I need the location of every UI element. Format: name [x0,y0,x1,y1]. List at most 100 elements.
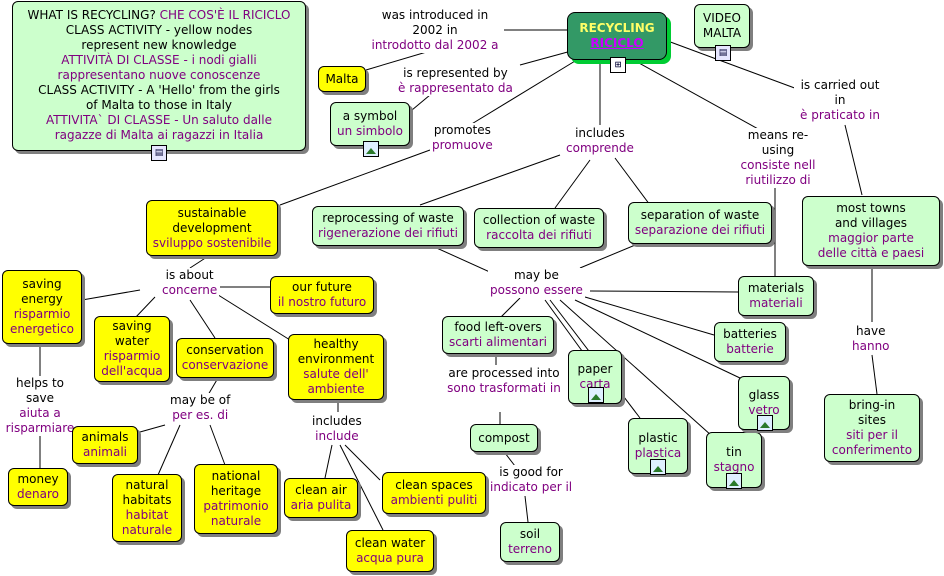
connector [134,296,156,319]
image-icon[interactable] [588,387,604,403]
saving-water-node[interactable]: saving water risparmio dell'acqua [94,316,170,382]
soil-node[interactable]: soil terreno [500,522,560,562]
node-label: food left-overs [454,320,542,334]
intro-line-2: CLASS ACTIVITY - yellow nodes [65,23,253,37]
clean-spaces-node[interactable]: clean spaces ambienti puliti [382,472,486,514]
video-icon[interactable]: ▤ [715,45,731,61]
connector [214,292,291,341]
conservation-node[interactable]: conservation conservazione [176,338,274,378]
connector [189,299,216,339]
node-label-it: raccolta dei rifiuti [486,228,592,242]
habitats-node[interactable]: natural habitats habitat naturale [112,474,182,542]
symbol-node[interactable]: a symbol un simbolo [330,102,410,157]
connector [524,495,529,523]
image-icon[interactable] [757,415,773,431]
tin-node[interactable]: tin stagno [706,432,762,489]
node-label: a symbol [342,109,398,123]
node-label-it: animali [82,445,127,459]
node-label: materials [747,281,805,295]
image-icon[interactable] [363,141,379,157]
recycling-label: RECYCLING [579,21,655,35]
node-label: compost [478,430,530,445]
connector [411,94,431,111]
reprocessing-node[interactable]: reprocessing of waste rigenerazione dei … [312,206,464,246]
materials-node[interactable]: materials materiali [738,276,814,316]
node-label-it: il nostro futuro [277,295,367,309]
node-label: paper [577,362,613,376]
plastic-node[interactable]: plastic plastica [628,418,688,475]
node-label-it: sviluppo sostenibile [152,235,272,250]
animals-node[interactable]: animals animali [72,426,138,464]
connector [189,254,211,269]
glass-node[interactable]: glass vetro [738,376,790,431]
node-label: glass [748,388,780,402]
connector [589,290,739,293]
intro-note: WHAT IS RECYCLING? CHE COS'È IL RICICLO … [12,1,306,161]
node-label: natural habitats [122,478,172,507]
heritage-node[interactable]: national heritage patrimonio naturale [194,464,278,534]
paper-node[interactable]: paper carta [568,350,622,404]
node-label: Malta [325,71,359,86]
node-label-it: siti per il conferimento [831,428,913,457]
node-label-it: aria pulita [290,498,352,512]
node-label-it: salute dell' ambiente [303,367,369,396]
node-label: plastic [638,431,678,445]
towns-node[interactable]: most towns and villages maggior parte de… [802,196,940,266]
future-node[interactable]: our future il nostro futuro [270,276,374,314]
node-label: conservation [186,343,264,357]
separation-node[interactable]: separation of waste separazione dei rifi… [628,202,772,244]
healthy-node[interactable]: healthy environment salute dell' ambient… [288,334,384,400]
node-label: clean spaces [395,478,473,492]
node-label-it: habitat naturale [121,508,173,537]
node-label: most towns and villages [834,201,908,230]
node-label-it: vetro [748,403,780,417]
connector [419,154,561,206]
batteries-node[interactable]: batteries batterie [714,322,786,362]
node-label-it: rigenerazione dei rifiuti [318,226,458,240]
malta-node[interactable]: Malta [318,66,366,92]
node-label: batteries [723,327,777,341]
food-node[interactable]: food left-overs scarti alimentari [442,316,554,354]
money-node[interactable]: money denaro [8,468,68,506]
node-label: healthy environment [297,337,375,366]
compost-node[interactable]: compost [470,424,538,452]
connector [499,297,521,319]
sustainable-node[interactable]: sustainable development sviluppo sosteni… [146,200,278,256]
concept-map-icon[interactable]: ⊞ [610,57,626,73]
connector [279,149,431,206]
clean-water-node[interactable]: clean water acqua pura [346,530,434,572]
video-malta-node[interactable]: VIDEO MALTA ▤ [694,4,750,61]
intro-line-8: ATTIVITA` DI CLASSE - Un saluto dalle [46,113,272,127]
image-icon[interactable] [726,473,742,489]
collection-node[interactable]: collection of waste raccolta dei rifiuti [474,208,604,248]
node-label-it: acqua pura [356,551,424,565]
clean-air-node[interactable]: clean air aria pulita [284,478,358,518]
video-label-2: MALTA [702,26,742,40]
video-icon[interactable]: ▤ [151,145,167,161]
saving-energy-node[interactable]: saving energy risparmio energetico [2,270,82,344]
connector [574,299,741,379]
node-label: clean air [295,483,347,497]
node-label-it: terreno [508,542,552,556]
recycling-node[interactable]: RECYCLING RICICLO ⊞ [567,12,667,73]
image-icon[interactable] [650,459,666,475]
riciclo-label: RICICLO [590,36,644,50]
node-label: national heritage [210,469,262,498]
node-label: our future [292,280,352,294]
bring-in-sites-node[interactable]: bring-in sites siti per il conferimento [824,394,920,462]
connector [157,424,181,476]
intro-line-7: of Malta to those in Italy [85,98,233,112]
node-label: money [17,472,59,486]
node-label: clean water [354,536,426,550]
connector [207,377,219,396]
node-label: animals [81,430,129,444]
